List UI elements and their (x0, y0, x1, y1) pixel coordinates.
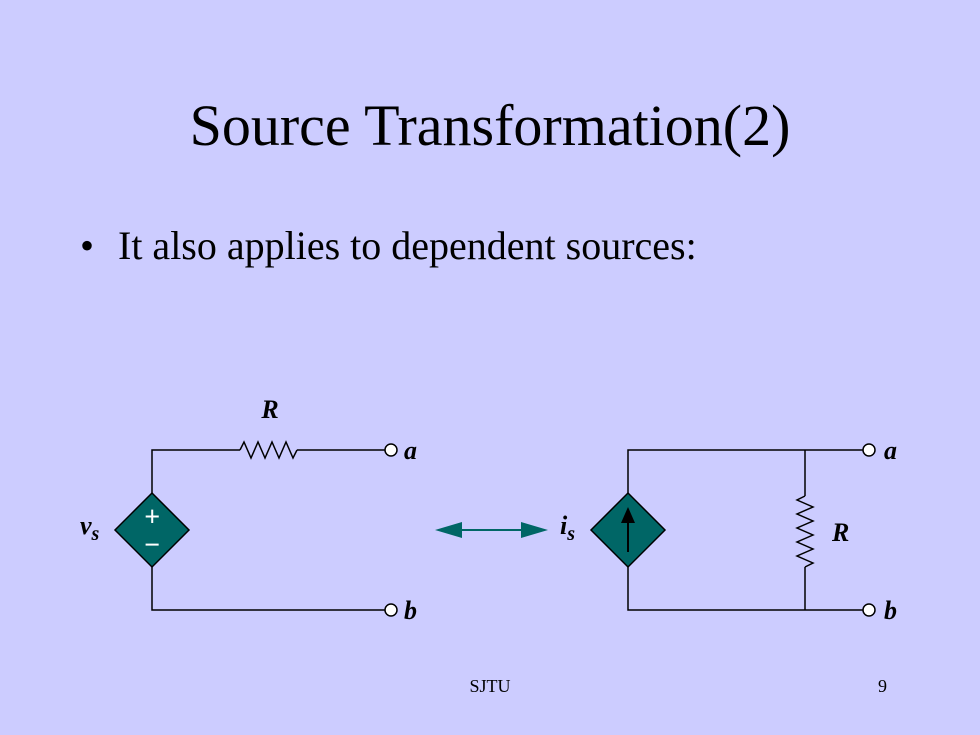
left-bottom-wire (151, 566, 385, 611)
bullet-item: • It also applies to dependent sources: (80, 222, 697, 269)
current-arrow-icon (621, 507, 635, 523)
page-number: 9 (878, 676, 887, 696)
left-resistor (239, 440, 298, 460)
minus-sign: − (144, 530, 161, 561)
left-circuit: + − R vs a b (80, 395, 417, 625)
right-source-label: is (560, 511, 575, 545)
right-terminal-b-label: b (884, 596, 897, 625)
right-bottom-wire (627, 567, 863, 611)
right-terminal-b (862, 603, 876, 617)
left-resistor-label: R (260, 395, 278, 424)
right-circuit: is R a b (560, 436, 897, 625)
right-resistor (795, 495, 815, 568)
left-terminal-a-label: a (404, 436, 417, 465)
slide-title: Source Transformation(2) (189, 93, 791, 158)
left-source-label: vs (80, 511, 100, 545)
footer-institution: SJTU (469, 676, 511, 696)
bullet-marker: • (80, 223, 95, 268)
bullet-text: It also applies to dependent sources: (118, 223, 697, 268)
left-top-wire (151, 449, 240, 493)
right-resistor-label: R (831, 518, 849, 547)
right-top-wire (627, 449, 863, 493)
right-terminal-a-label: a (884, 436, 897, 465)
dependent-voltage-source-icon (113, 491, 191, 569)
right-terminal-a (862, 443, 876, 457)
left-terminal-a (384, 443, 398, 457)
left-terminal-b-label: b (404, 596, 417, 625)
left-terminal-b (384, 603, 398, 617)
double-arrow-icon (435, 522, 548, 538)
plus-sign: + (144, 502, 160, 533)
